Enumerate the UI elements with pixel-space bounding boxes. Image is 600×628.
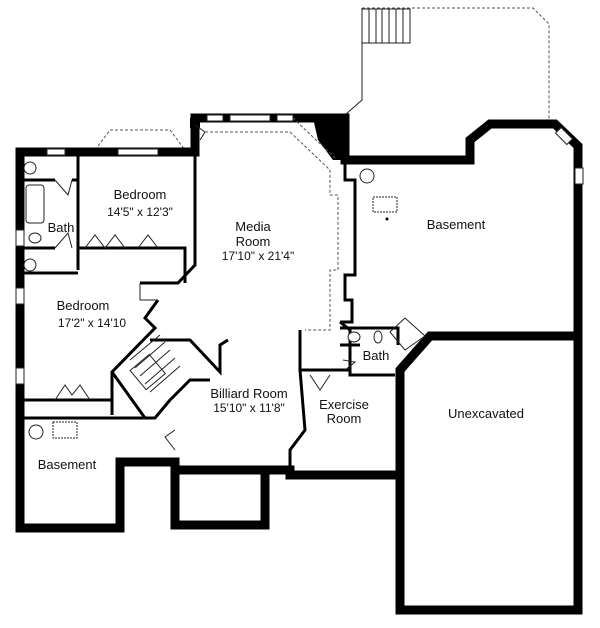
room-label-bedroom-1: Bedroom 14'5" x 12'3": [107, 187, 173, 219]
wall-corner-block: [313, 118, 345, 160]
room-label-media-room: Media Room 17'10" x 21'4": [222, 219, 295, 263]
deck-outline: [344, 7, 550, 120]
room-name: Billiard Room: [210, 386, 287, 401]
room-dimensions: 17'10" x 21'4": [222, 249, 295, 263]
furnace-icon: [52, 421, 78, 439]
room-label-billiard-room: Billiard Room 15'10" x 11'8": [210, 386, 287, 415]
toilet-icon: [28, 232, 42, 244]
wall-corner-block: [190, 118, 200, 128]
basement-east-fixtures: [359, 168, 398, 221]
furnace-icon: [372, 196, 398, 213]
bath-2-fixtures: [347, 330, 383, 344]
room-label-basement-east: Basement: [427, 217, 486, 232]
sink-icon: [23, 161, 37, 175]
room-label-bath-2: Bath: [363, 348, 390, 363]
room-dimensions: 17'2" x 14'10: [58, 316, 127, 330]
room-label-bath-1: Bath: [48, 220, 75, 235]
water-heater-icon: [359, 168, 375, 184]
room-label-exercise-room: Exercise Room: [319, 397, 369, 426]
floor-drain-icon: [385, 217, 389, 221]
room-name-line1: Media: [235, 219, 271, 234]
room-name-line2: Room: [236, 234, 271, 249]
room-label-basement-west: Basement: [38, 457, 97, 472]
room-dimensions: 15'10" x 11'8": [213, 401, 285, 415]
toilet-icon: [373, 330, 383, 344]
room-name: Bedroom: [114, 187, 167, 202]
bathtub-icon: [25, 184, 45, 224]
windows: [15, 114, 584, 385]
bay-window-outline: [94, 129, 186, 151]
water-heater-icon: [28, 424, 44, 440]
room-name-line1: Exercise: [319, 397, 369, 412]
room-name: Bedroom: [57, 298, 110, 313]
media-ceiling-outline: [205, 131, 339, 331]
sink-icon: [23, 258, 37, 272]
room-label-bedroom-2: Bedroom 17'2" x 14'10: [57, 298, 127, 330]
doors: [54, 124, 357, 451]
sink-icon: [347, 331, 361, 343]
basement-west-fixtures: [28, 421, 78, 440]
deck-stairs: [361, 8, 411, 44]
room-label-unexcavated: Unexcavated: [448, 406, 524, 421]
room-dimensions: 14'5" x 12'3": [107, 205, 173, 219]
bath-1-fixtures: [23, 161, 45, 272]
main-staircase: [129, 334, 181, 393]
interior-walls: [22, 152, 426, 470]
room-name-line2: Room: [327, 411, 362, 426]
